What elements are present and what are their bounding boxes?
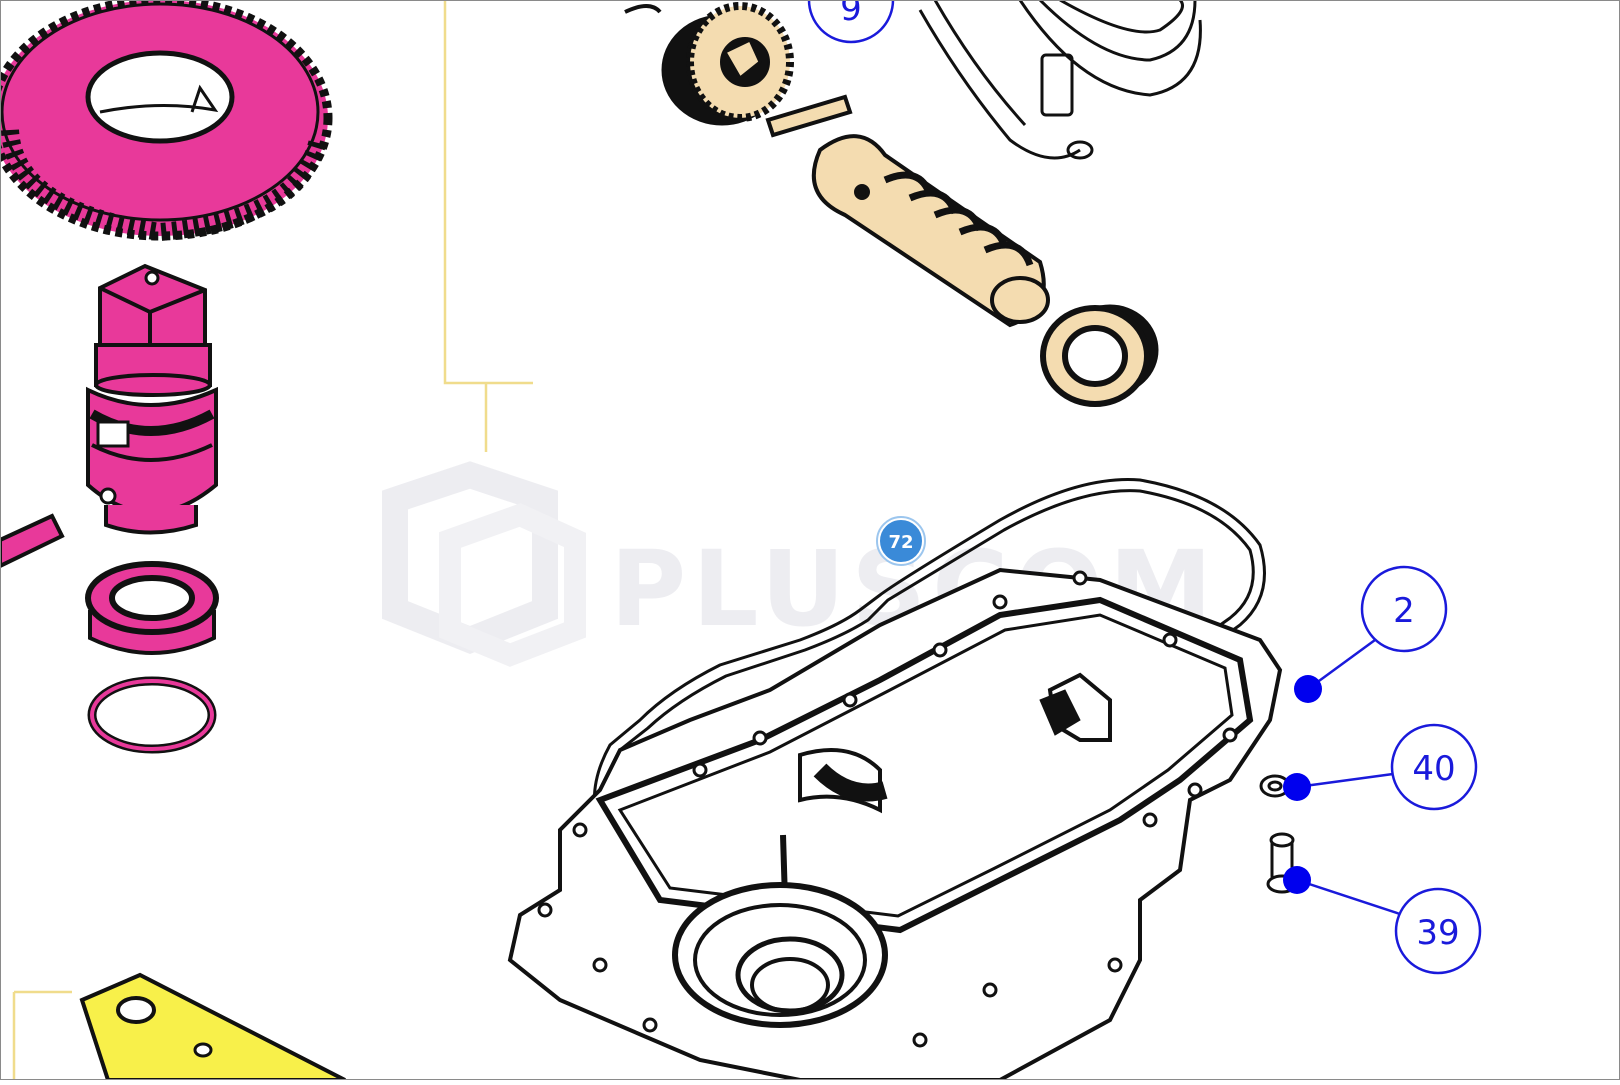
callout-2[interactable]: 2 [1294, 565, 1448, 703]
callout-40-label: 40 [1412, 749, 1455, 789]
gearbox-housing [507, 567, 1283, 1082]
callout-39-label: 39 [1416, 913, 1459, 953]
hotspot-72-label: 72 [888, 532, 913, 553]
pink-o-ring [87, 676, 217, 754]
callout-39[interactable]: 39 [1283, 866, 1482, 975]
hotspot-72[interactable]: 72 [876, 516, 926, 566]
sensor-bracket-assembly [918, 0, 1202, 160]
tan-pin [765, 94, 853, 138]
tan-worm-gear [624, 2, 794, 126]
tan-worm-shaft [811, 134, 1050, 328]
yellow-plate [79, 972, 346, 1082]
tan-bearing [1040, 304, 1159, 407]
pink-shaft [86, 263, 218, 535]
hex-nut [1259, 774, 1291, 798]
callout-40[interactable]: 40 [1283, 723, 1478, 811]
callout-9[interactable]: 9 [807, 0, 895, 44]
callout-9-label: 9 [840, 0, 862, 29]
pink-pin [0, 513, 65, 569]
pink-spur-gear [0, 0, 333, 242]
pink-oil-seal [85, 561, 219, 655]
callout-2-label: 2 [1393, 591, 1415, 631]
leader-bracket-lines [12, 0, 533, 1080]
